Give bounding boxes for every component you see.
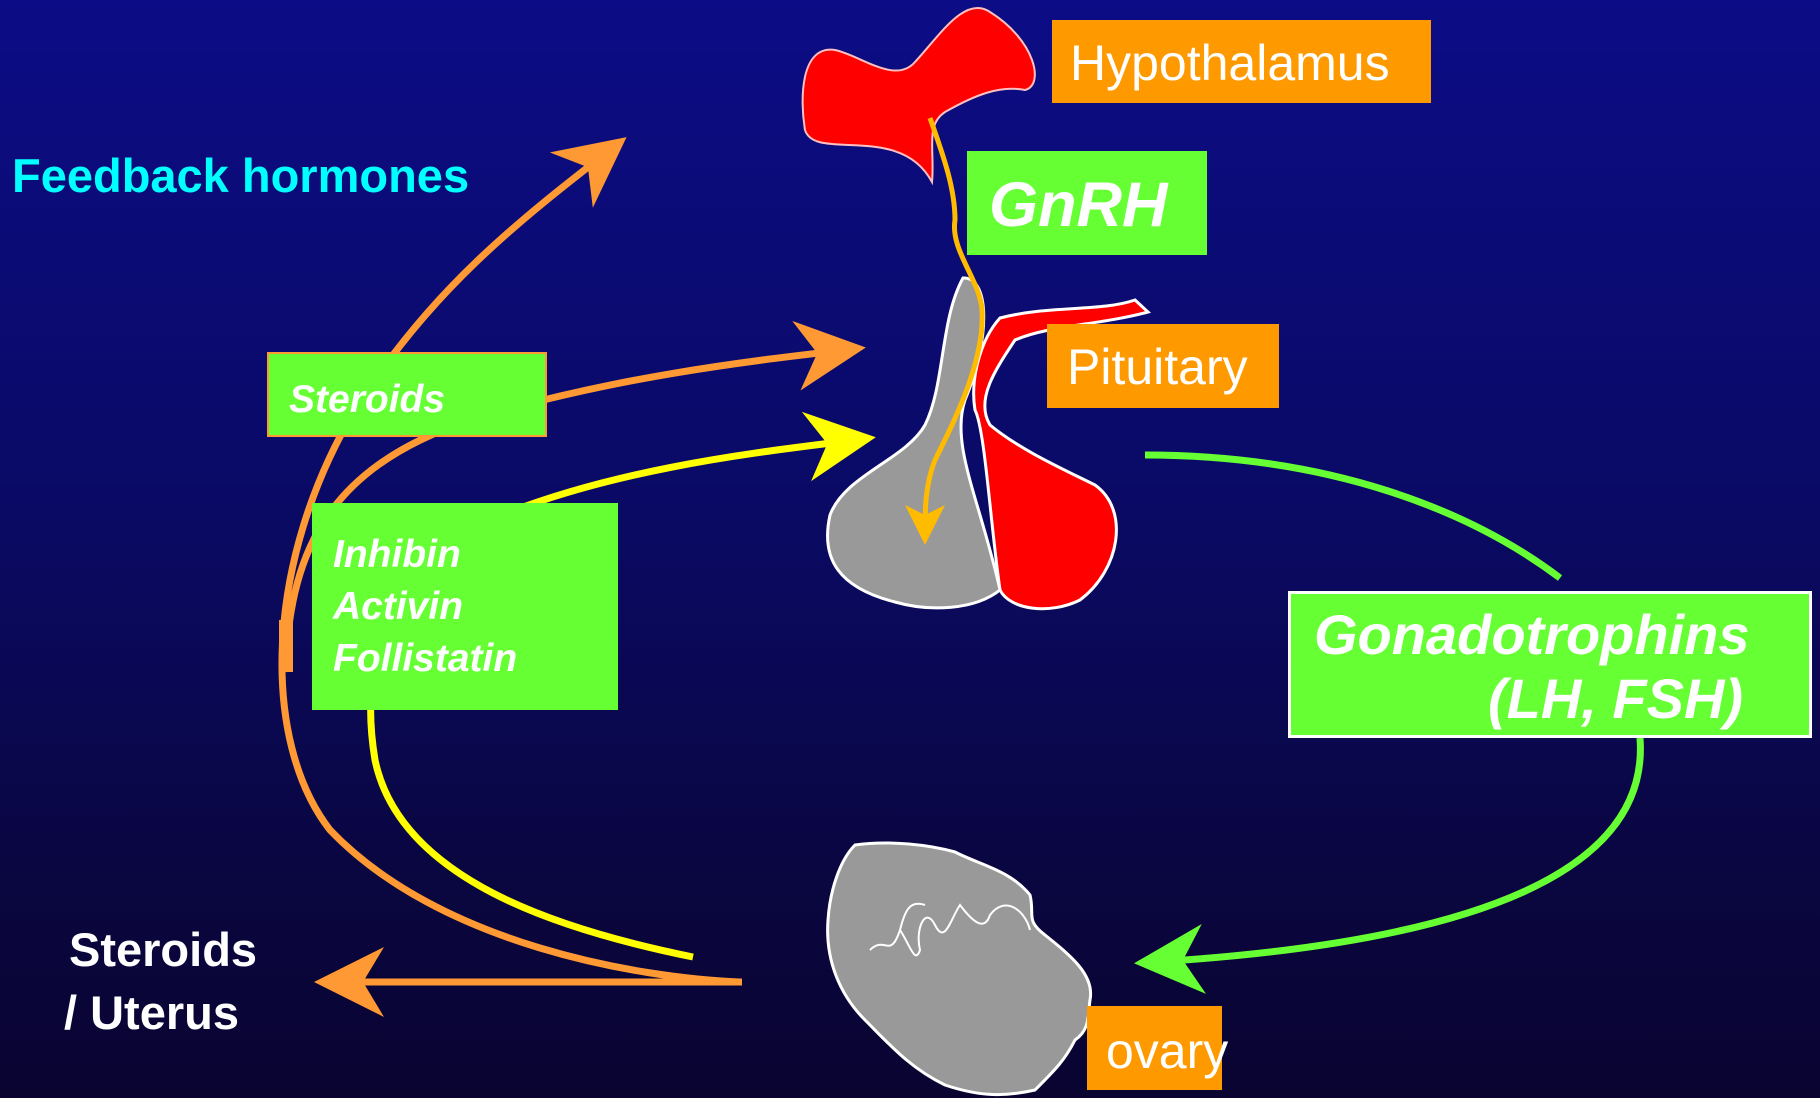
follistatin-text: Follistatin — [333, 637, 517, 681]
page-title: Feedback hormones — [12, 148, 469, 203]
lh-fsh-text: (LH, FSH) — [1488, 666, 1743, 731]
gonadotrophins-text: Gonadotrophins — [1314, 602, 1750, 667]
gnrh-text: GnRH — [989, 169, 1167, 241]
hypothalamus-text: Hypothalamus — [1070, 34, 1390, 92]
steroids-box-text: Steroids — [289, 378, 445, 422]
inhibin-activin-follistatin-box: Inhibin Activin Follistatin — [312, 503, 618, 710]
activin-text: Activin — [333, 585, 463, 629]
hypothalamus-label: Hypothalamus — [1052, 20, 1431, 103]
gnrh-label: GnRH — [967, 151, 1207, 255]
steroids-box: Steroids — [267, 352, 547, 437]
ovary-label: ovary — [1087, 1006, 1222, 1090]
inhibin-text: Inhibin — [333, 533, 461, 577]
gonadotrophins-box: Gonadotrophins (LH, FSH) — [1288, 591, 1812, 738]
pituitary-label: Pituitary — [1047, 324, 1279, 408]
steroids-output-label: Steroids — [69, 922, 257, 977]
uterus-output-label: / Uterus — [64, 985, 239, 1040]
ovary-text: ovary — [1106, 1022, 1228, 1080]
pituitary-text: Pituitary — [1067, 338, 1248, 396]
ovary-shape — [828, 843, 1091, 1095]
